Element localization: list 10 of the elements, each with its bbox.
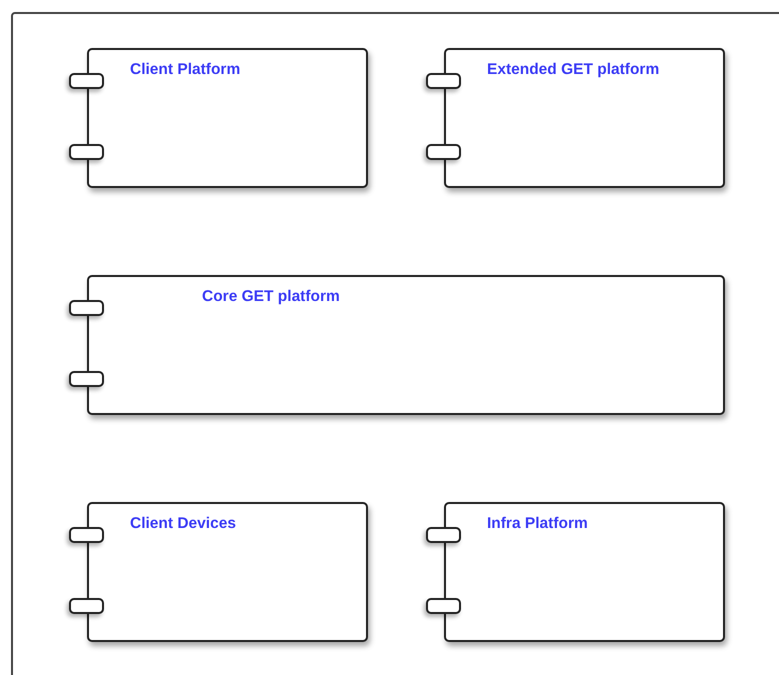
component-title: Client Devices xyxy=(130,515,236,533)
component-box xyxy=(87,502,368,642)
component-title: Core GET platform xyxy=(202,288,340,306)
component-title: Infra Platform xyxy=(487,515,588,533)
component-box xyxy=(444,48,725,188)
component-box xyxy=(87,275,725,415)
component-title: Client Platform xyxy=(130,61,240,79)
component-box xyxy=(87,48,368,188)
component-box xyxy=(444,502,725,642)
component-title: Extended GET platform xyxy=(487,61,660,79)
